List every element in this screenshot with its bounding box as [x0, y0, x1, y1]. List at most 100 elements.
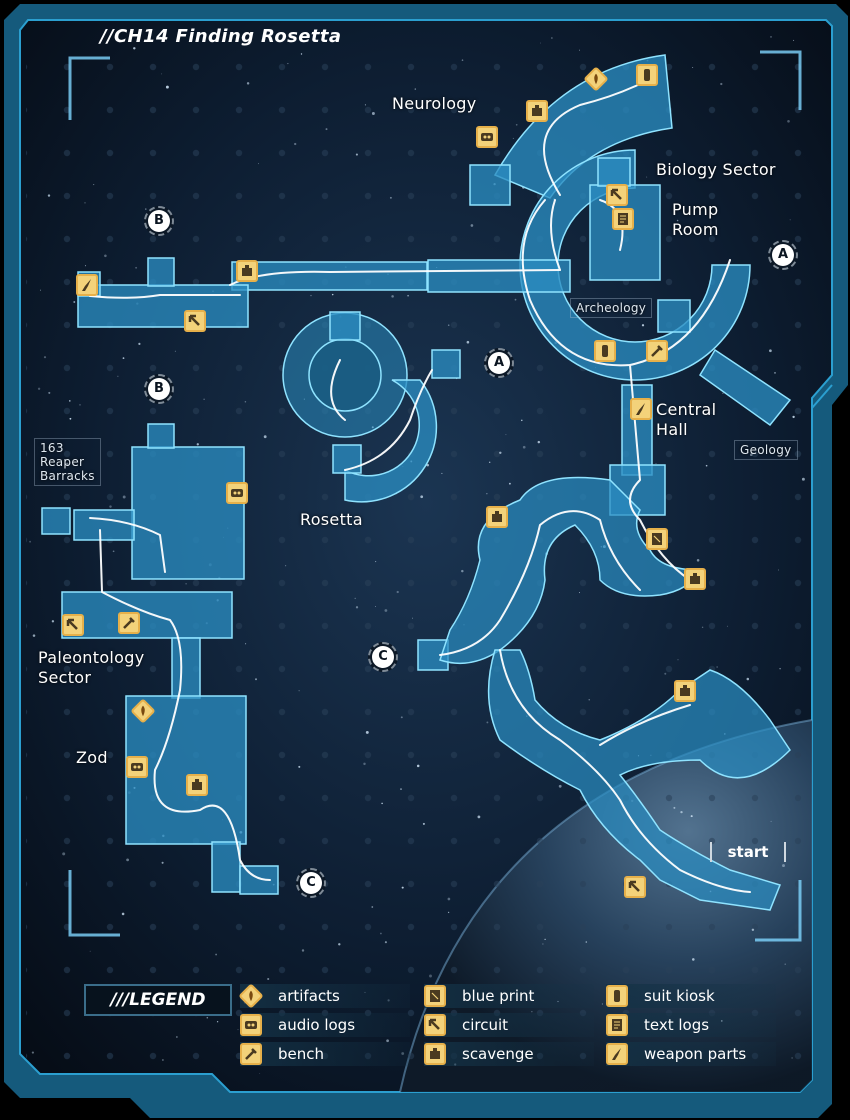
star: [301, 949, 305, 952]
star: [162, 1059, 164, 1061]
scavenge-icon[interactable]: [486, 506, 508, 528]
star: [338, 943, 341, 946]
legend-label: bench: [278, 1045, 325, 1063]
star: [380, 932, 382, 935]
legend-label: scavenge: [462, 1045, 534, 1063]
star: [122, 495, 126, 499]
star: [371, 906, 374, 908]
marker-letter: A: [488, 352, 510, 374]
star: [746, 677, 750, 681]
scavenge-icon[interactable]: [236, 260, 258, 282]
start-label: start: [710, 842, 786, 862]
star: [461, 59, 464, 61]
audio-log-icon[interactable]: [476, 126, 498, 148]
star: [287, 63, 289, 65]
audio-log-icon[interactable]: [226, 482, 248, 504]
artifact-icon[interactable]: [130, 698, 156, 724]
star: [488, 461, 491, 464]
star: [585, 941, 588, 943]
circuit-icon[interactable]: [624, 876, 646, 898]
star: [161, 861, 164, 864]
star: [69, 417, 72, 420]
legend-label: weapon parts: [644, 1045, 747, 1063]
marker-c-mid[interactable]: C: [368, 642, 398, 672]
star: [39, 289, 42, 291]
star: [414, 88, 417, 90]
scavenge-icon[interactable]: [684, 568, 706, 590]
scavenge-icon[interactable]: [674, 680, 696, 702]
star: [244, 401, 247, 403]
bench-icon: [240, 1043, 262, 1065]
star: [84, 202, 86, 204]
star: [174, 350, 176, 352]
star: [722, 392, 724, 394]
star: [400, 788, 402, 790]
star: [29, 540, 31, 543]
text-log-icon[interactable]: [612, 208, 634, 230]
star: [477, 815, 481, 819]
legend-label: circuit: [462, 1016, 509, 1034]
star: [486, 721, 489, 724]
marker-c-bottom[interactable]: C: [296, 868, 326, 898]
star: [701, 626, 704, 629]
label-geology: Geology: [734, 440, 798, 460]
audio-log-icon: [240, 1014, 262, 1036]
star: [381, 802, 383, 805]
marker-b-top[interactable]: B: [144, 206, 174, 236]
star: [677, 659, 679, 661]
star: [145, 208, 147, 210]
star: [62, 852, 66, 856]
circuit-icon[interactable]: [184, 310, 206, 332]
bench-icon[interactable]: [646, 340, 668, 362]
blueprint-icon: [424, 985, 446, 1007]
star: [216, 1021, 219, 1023]
star: [716, 666, 718, 668]
blueprint-icon[interactable]: [646, 528, 668, 550]
suit-kiosk-icon[interactable]: [636, 64, 658, 86]
star: [690, 815, 693, 818]
star: [441, 472, 443, 474]
star: [363, 762, 366, 766]
star: [705, 464, 708, 467]
star: [161, 73, 163, 75]
circuit-icon[interactable]: [606, 184, 628, 206]
marker-a-mid[interactable]: A: [484, 348, 514, 378]
star: [365, 730, 369, 734]
star: [512, 137, 514, 139]
bench-icon[interactable]: [118, 612, 140, 634]
weapon-parts-icon[interactable]: [630, 398, 652, 420]
star: [420, 495, 424, 499]
weapon-parts-icon[interactable]: [76, 274, 98, 296]
star: [792, 415, 795, 419]
scavenge-icon[interactable]: [186, 774, 208, 796]
artifact-icon[interactable]: [583, 66, 609, 92]
star: [673, 806, 676, 809]
suit-kiosk-icon[interactable]: [594, 340, 616, 362]
star: [531, 1011, 533, 1013]
star: [664, 672, 667, 675]
star: [779, 667, 781, 670]
star: [384, 941, 387, 944]
audio-log-icon[interactable]: [126, 756, 148, 778]
star: [542, 943, 544, 945]
star: [37, 387, 41, 390]
legend-item-text-logs: text logs: [606, 1013, 776, 1037]
marker-b-left[interactable]: B: [144, 374, 174, 404]
star: [245, 643, 247, 645]
marker-letter: B: [148, 210, 170, 232]
scavenge-icon[interactable]: [526, 100, 548, 122]
star: [298, 690, 300, 692]
circuit-icon[interactable]: [62, 614, 84, 636]
star: [774, 372, 776, 374]
star: [696, 559, 700, 562]
star: [537, 440, 541, 444]
legend-label: artifacts: [278, 987, 340, 1005]
star: [789, 219, 791, 221]
marker-a-right[interactable]: A: [768, 240, 798, 270]
star: [692, 958, 695, 961]
star: [588, 699, 590, 701]
marker-letter: A: [772, 244, 794, 266]
star: [389, 196, 392, 199]
star: [69, 400, 71, 402]
star: [386, 1039, 389, 1043]
